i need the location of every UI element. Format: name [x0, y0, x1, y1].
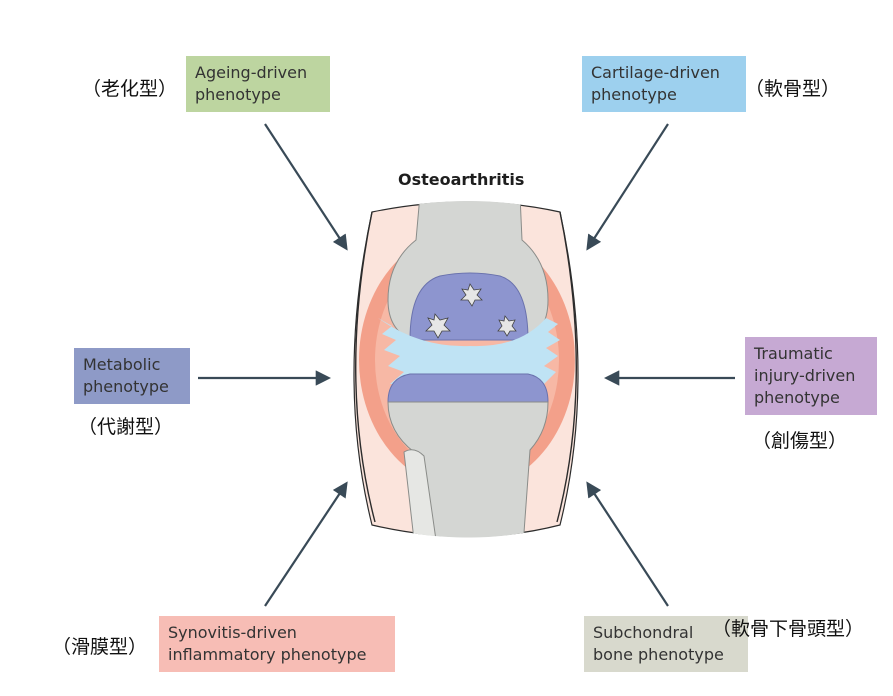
ageing-line2: phenotype: [195, 85, 281, 104]
subchondral-line1: Subchondral: [593, 623, 694, 642]
traumatic-jp-label: （創傷型）: [752, 430, 848, 452]
ageing-jp-label: （老化型）: [82, 78, 178, 100]
synovitis-phenotype-box: Synovitis-driven inflammatory phenotype: [159, 616, 395, 672]
fibula-bone: [403, 449, 437, 538]
ageing-line1: Ageing-driven: [195, 63, 308, 82]
subchondral-phenotype-box: Subchondral bone phenotype: [584, 616, 748, 672]
metabolic-jp-label: （代謝型）: [78, 416, 174, 438]
traumatic-line3: phenotype: [754, 388, 840, 407]
traumatic-line2: injury-driven: [754, 366, 856, 385]
skin-outline-right: [556, 211, 577, 523]
metabolic-phenotype-box: Metabolic phenotype: [74, 348, 190, 404]
cartilage-lesion: [497, 315, 517, 337]
knee-joint: [353, 201, 579, 538]
synovitis-jp-label: （滑膜型）: [52, 636, 148, 658]
skin-outline-left: [355, 211, 376, 523]
subchondral-line2: bone phenotype: [593, 645, 724, 664]
synovitis-line2: inflammatory phenotype: [168, 645, 367, 664]
cartilage-phenotype-box: Cartilage-driven phenotype: [582, 56, 746, 112]
cartilage-lesion: [425, 313, 451, 339]
traumatic-line1: Traumatic: [754, 344, 833, 363]
subchondral-jp-label: （軟骨下骨頭型）: [712, 618, 865, 640]
traumatic-phenotype-box: Traumatic injury-driven phenotype: [745, 337, 877, 415]
synovitis-line1: Synovitis-driven: [168, 623, 297, 642]
synovial-fluid: [378, 318, 560, 384]
arrow-ageing: [264, 123, 348, 251]
arrow-cartilage: [586, 123, 669, 251]
cartilage-line2: phenotype: [591, 85, 677, 104]
cartilage-lesion: [460, 283, 483, 307]
arrow-subchondral: [586, 481, 669, 607]
cartilage-jp-label: （軟骨型）: [745, 78, 841, 100]
arrow-synovitis: [264, 481, 348, 607]
ageing-phenotype-box: Ageing-driven phenotype: [186, 56, 330, 112]
diagram-title: Osteoarthritis: [398, 170, 525, 189]
metabolic-line1: Metabolic: [83, 355, 161, 374]
lower-cartilage: [387, 373, 549, 403]
cartilage-line1: Cartilage-driven: [591, 63, 720, 82]
metabolic-line2: phenotype: [83, 377, 169, 396]
